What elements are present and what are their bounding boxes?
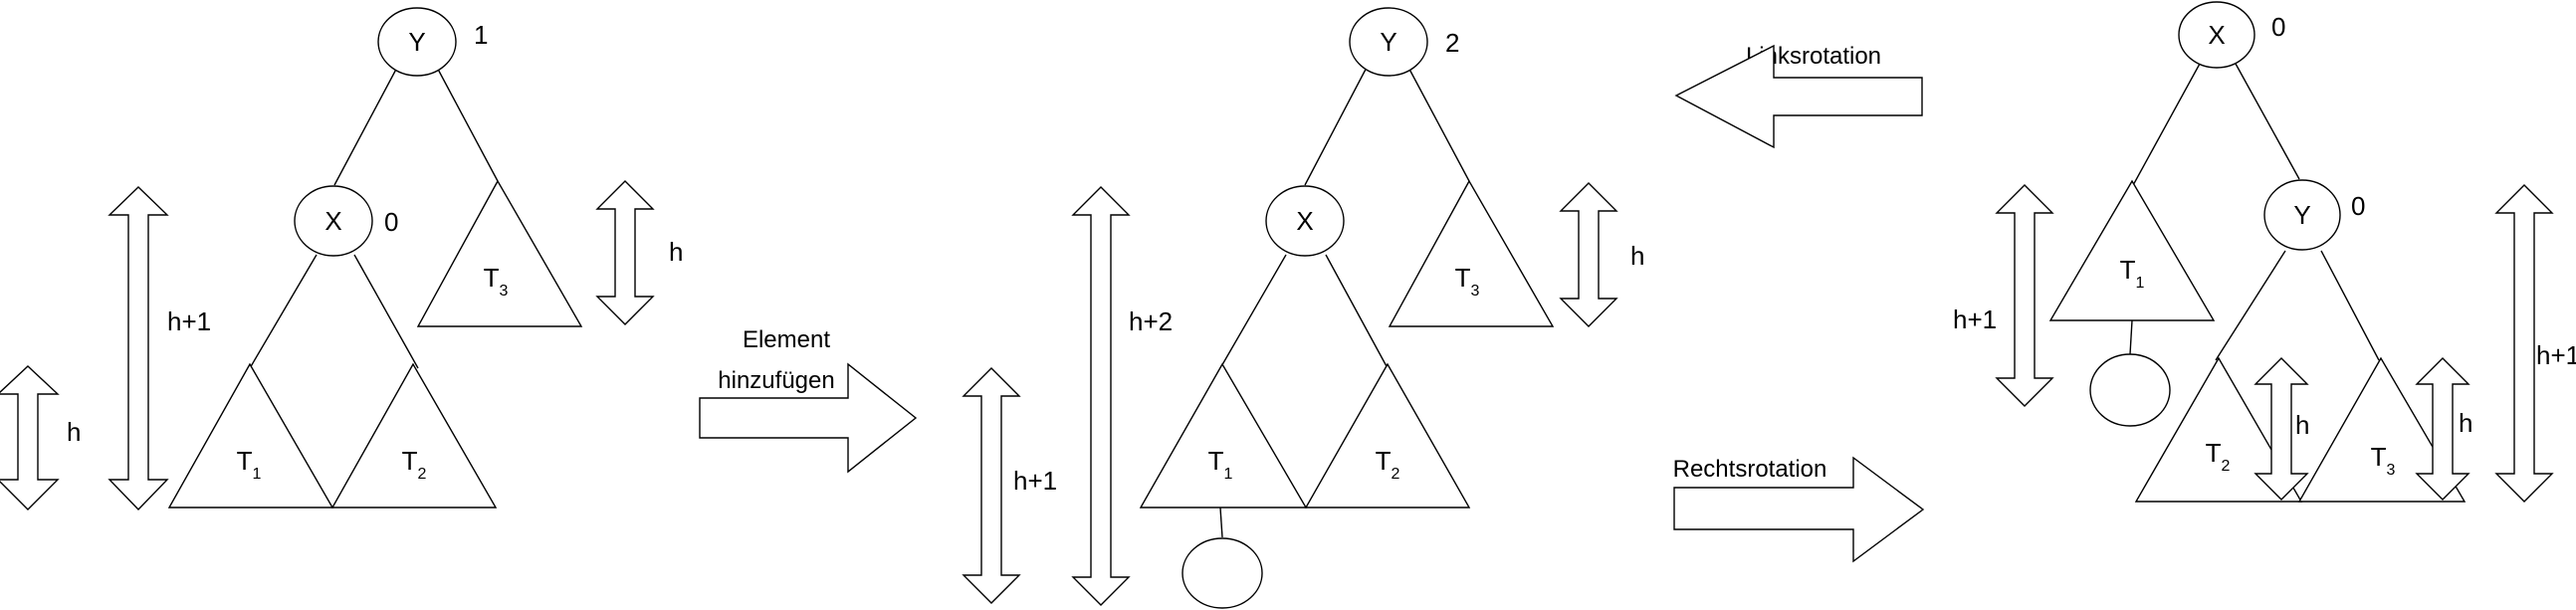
subtree-t2-label: T2 [1376, 446, 1400, 483]
left-rotation-arrow-shape [1674, 44, 1923, 149]
height-arrow-left [0, 365, 60, 510]
edge-x-t2 [1325, 254, 1389, 369]
height-arrow-mid [107, 186, 169, 511]
subtree-t1 [167, 362, 334, 508]
subtree-t3-label: T3 [484, 263, 509, 300]
node-x-label: X [324, 206, 341, 236]
subtree-t2 [1304, 362, 1471, 508]
edge-t1-new [1219, 507, 1223, 538]
edge-x-y [2235, 63, 2300, 180]
new-node [1181, 537, 1263, 609]
subtree-t3 [416, 179, 583, 327]
node-x [2178, 1, 2255, 69]
subtree-t2-label: T2 [402, 446, 427, 483]
height-arrow-right [1559, 182, 1618, 327]
subtree-t3 [1388, 179, 1555, 327]
edge-y-t3 [2320, 250, 2380, 361]
node-y [2263, 179, 2341, 251]
height-label-left: h+1 [1953, 305, 1997, 334]
right-rotation-label: Rechtsrotation [1673, 456, 1827, 483]
height-arrow-left [962, 367, 1021, 604]
panel-left: Y 1 X 0 T3 T1 T2 h h+1 h [0, 7, 683, 511]
height-label-right: h+1 [2536, 340, 2576, 370]
edge-y-t3 [433, 61, 499, 182]
right-rotation-arrow-shape [1673, 456, 1925, 563]
node-x [1265, 185, 1345, 257]
right-rotation-arrow: Rechtsrotation [1673, 456, 1925, 563]
insert-arrow-shape [699, 362, 918, 474]
node-y [377, 7, 457, 77]
left-rotation-arrow: Linksrotation [1674, 43, 1923, 149]
node-x-balance: 0 [384, 207, 398, 237]
node-x-label: X [2208, 20, 2225, 50]
subtree-t2-label: T2 [2206, 438, 2231, 475]
node-y-label: Y [1380, 27, 1396, 57]
height-label-right: h [669, 237, 683, 267]
height-label-left: h [67, 417, 81, 447]
edge-y-t3 [1404, 61, 1470, 182]
new-node [2089, 353, 2171, 427]
height-arrow-left [1995, 184, 2054, 407]
subtree-t1-label: T1 [237, 446, 262, 483]
node-y-label: Y [408, 27, 425, 57]
subtree-t1-label: T1 [2120, 255, 2145, 292]
node-x-balance: 0 [2271, 12, 2285, 42]
node-y [1349, 7, 1428, 77]
edge-y-t2 [2215, 250, 2286, 361]
node-y-balance: 2 [1445, 28, 1459, 58]
subtree-t1 [1139, 362, 1308, 508]
subtree-t1-label: T1 [1208, 446, 1233, 483]
node-x-label: X [1296, 206, 1313, 236]
edge-x-t1 [1219, 254, 1287, 369]
height-arrow-right [2494, 184, 2554, 503]
edge-y-x [333, 61, 401, 186]
node-y-balance: 0 [2351, 191, 2365, 221]
height-label-mid: h+2 [1129, 306, 1173, 336]
height-arrow-right [595, 180, 655, 325]
height-label-mid: h+1 [167, 306, 211, 336]
subtree-t3-label: T3 [2371, 442, 2396, 479]
edge-y-x [1304, 61, 1371, 186]
insert-arrow: Element hinzufügen [699, 326, 918, 474]
height-arrow-t2 [2254, 357, 2309, 501]
node-y-balance: 1 [474, 20, 488, 50]
insert-label-line1: Element [743, 326, 830, 353]
height-arrow-mid [1071, 186, 1131, 606]
height-arrow-t3 [2415, 357, 2470, 501]
node-x [294, 185, 373, 257]
subtree-t2 [330, 362, 498, 508]
edge-x-t1 [249, 254, 318, 369]
edge-x-t2 [353, 254, 419, 369]
node-y-label: Y [2293, 200, 2310, 230]
subtree-t1 [2048, 179, 2216, 321]
height-label-right: h [1630, 241, 1644, 271]
height-label-t3: h [2459, 408, 2472, 438]
panel-right: X 0 Y 0 T1 T2 T3 h+1 h h h+1 [1953, 1, 2576, 503]
edge-t1-new [2129, 319, 2133, 355]
panel-middle: Y 2 X T3 T1 T2 h+1 h+2 h [962, 7, 1644, 609]
edge-x-t1 [2131, 63, 2201, 188]
subtree-t3-label: T3 [1455, 263, 1480, 300]
insert-label-line2: hinzufügen [718, 367, 834, 394]
subtree-t3 [2297, 356, 2467, 503]
subtree-t2 [2134, 356, 2303, 503]
height-label-t2: h [2295, 410, 2309, 440]
height-label-left: h+1 [1013, 466, 1057, 496]
